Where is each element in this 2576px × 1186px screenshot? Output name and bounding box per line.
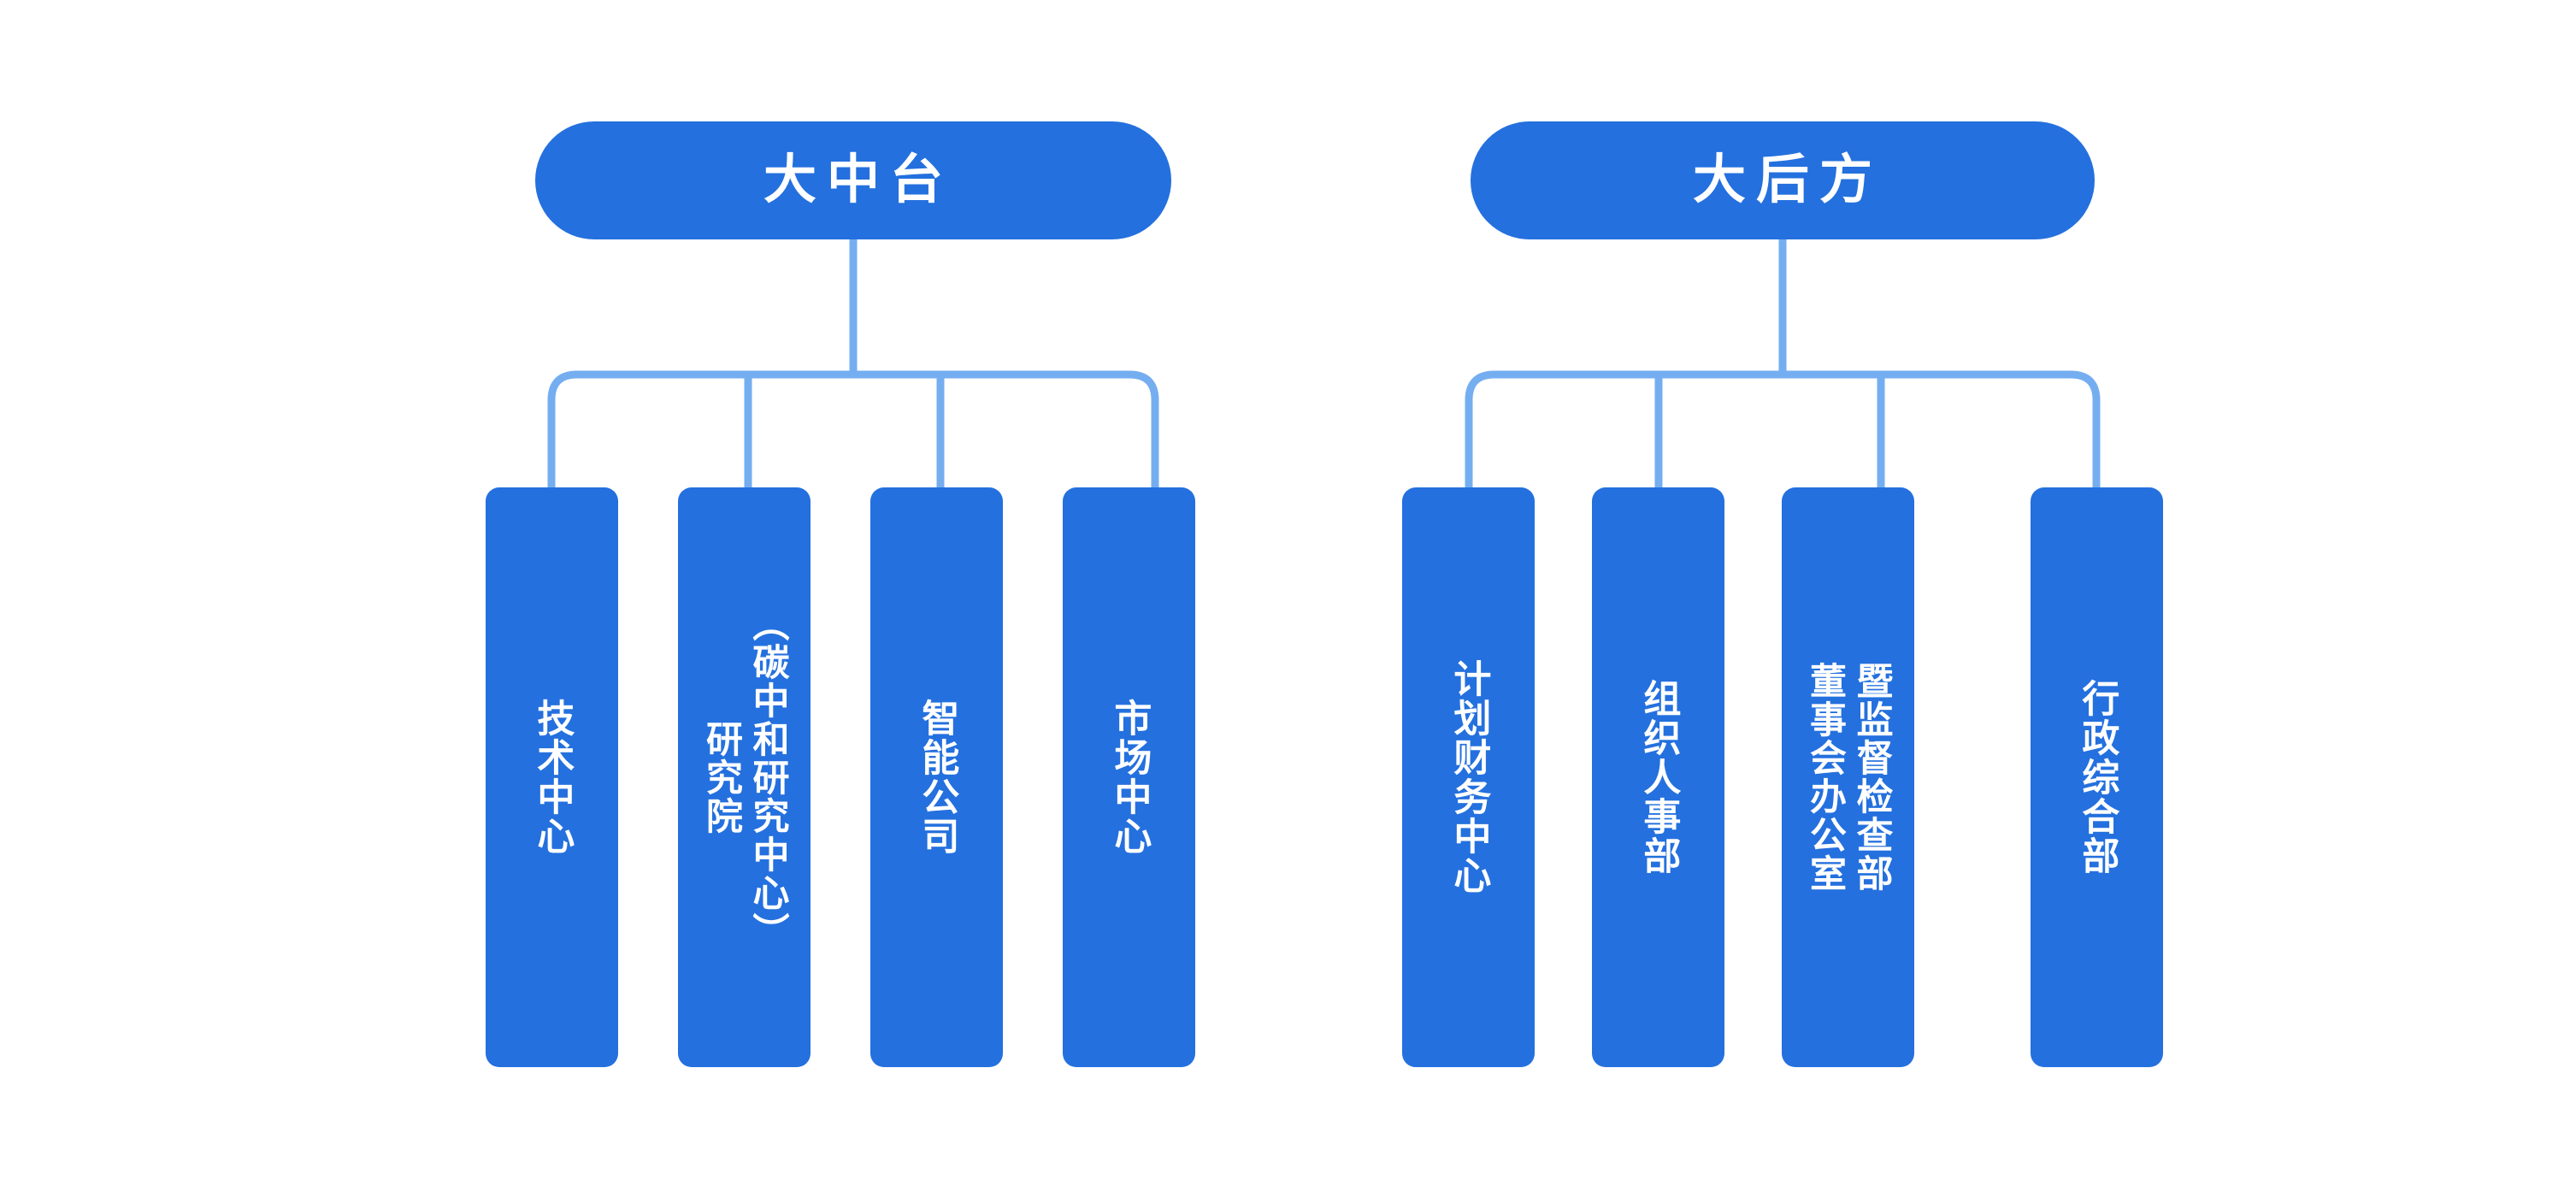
org-group-da-zhong-tai: 大中台 技术中心 （碳中和研究中心） 研究院 智能公司 市场中心 [486, 121, 1221, 1067]
org-node-label-col-0: 计划财务中心 [1447, 659, 1490, 895]
leaf-row-group-2: 计划财务中心 组织人事部 暨监督检查部 董事会办公室 行政综合部 [1402, 487, 2163, 1067]
group-header-label-2: 大后方 [1692, 150, 1883, 209]
org-node-research-academy[interactable]: （碳中和研究中心） 研究院 [678, 487, 811, 1067]
connector-bus-2 [1465, 370, 2101, 487]
group-header-node-2[interactable]: 大后方 [1471, 121, 2095, 239]
org-node-intelligent-co[interactable]: 智能公司 [870, 487, 1003, 1067]
org-node-market-center[interactable]: 市场中心 [1063, 487, 1195, 1067]
org-node-label-col-0: 市场中心 [1108, 699, 1151, 856]
connector-lines-group-1 [547, 239, 1159, 487]
group-header-label-1: 大中台 [763, 150, 953, 209]
org-node-label-col-0: 组织人事部 [1637, 679, 1680, 876]
org-node-org-personnel-dept[interactable]: 组织人事部 [1592, 487, 1724, 1067]
org-node-label-col-0: （碳中和研究中心） [746, 604, 788, 951]
org-node-label-col-1: 研究院 [700, 719, 742, 835]
org-node-admin-dept[interactable]: 行政综合部 [2031, 487, 2163, 1067]
org-node-label-col-0: 智能公司 [916, 699, 958, 856]
connector-lines-group-2 [1465, 239, 2101, 487]
org-node-plan-finance-center[interactable]: 计划财务中心 [1402, 487, 1535, 1067]
org-node-label-col-0: 行政综合部 [2076, 679, 2119, 876]
org-group-da-hou-fang: 大后方 计划财务中心 组织人事部 暨监督检查部 董事会办公室 行政综合部 [1368, 0, 2576, 1186]
org-node-label-col-1: 董事会办公室 [1804, 662, 1846, 893]
org-node-label-col-0: 技术中心 [531, 699, 574, 856]
group-header-node-1[interactable]: 大中台 [535, 121, 1171, 239]
connector-bus-1 [547, 370, 1159, 487]
org-node-board-office[interactable]: 暨监督检查部 董事会办公室 [1782, 487, 1914, 1067]
org-node-tech-center[interactable]: 技术中心 [486, 487, 618, 1067]
org-node-label-col-0: 暨监督检查部 [1850, 662, 1892, 893]
leaf-row-group-1: 技术中心 （碳中和研究中心） 研究院 智能公司 市场中心 [486, 487, 1221, 1067]
